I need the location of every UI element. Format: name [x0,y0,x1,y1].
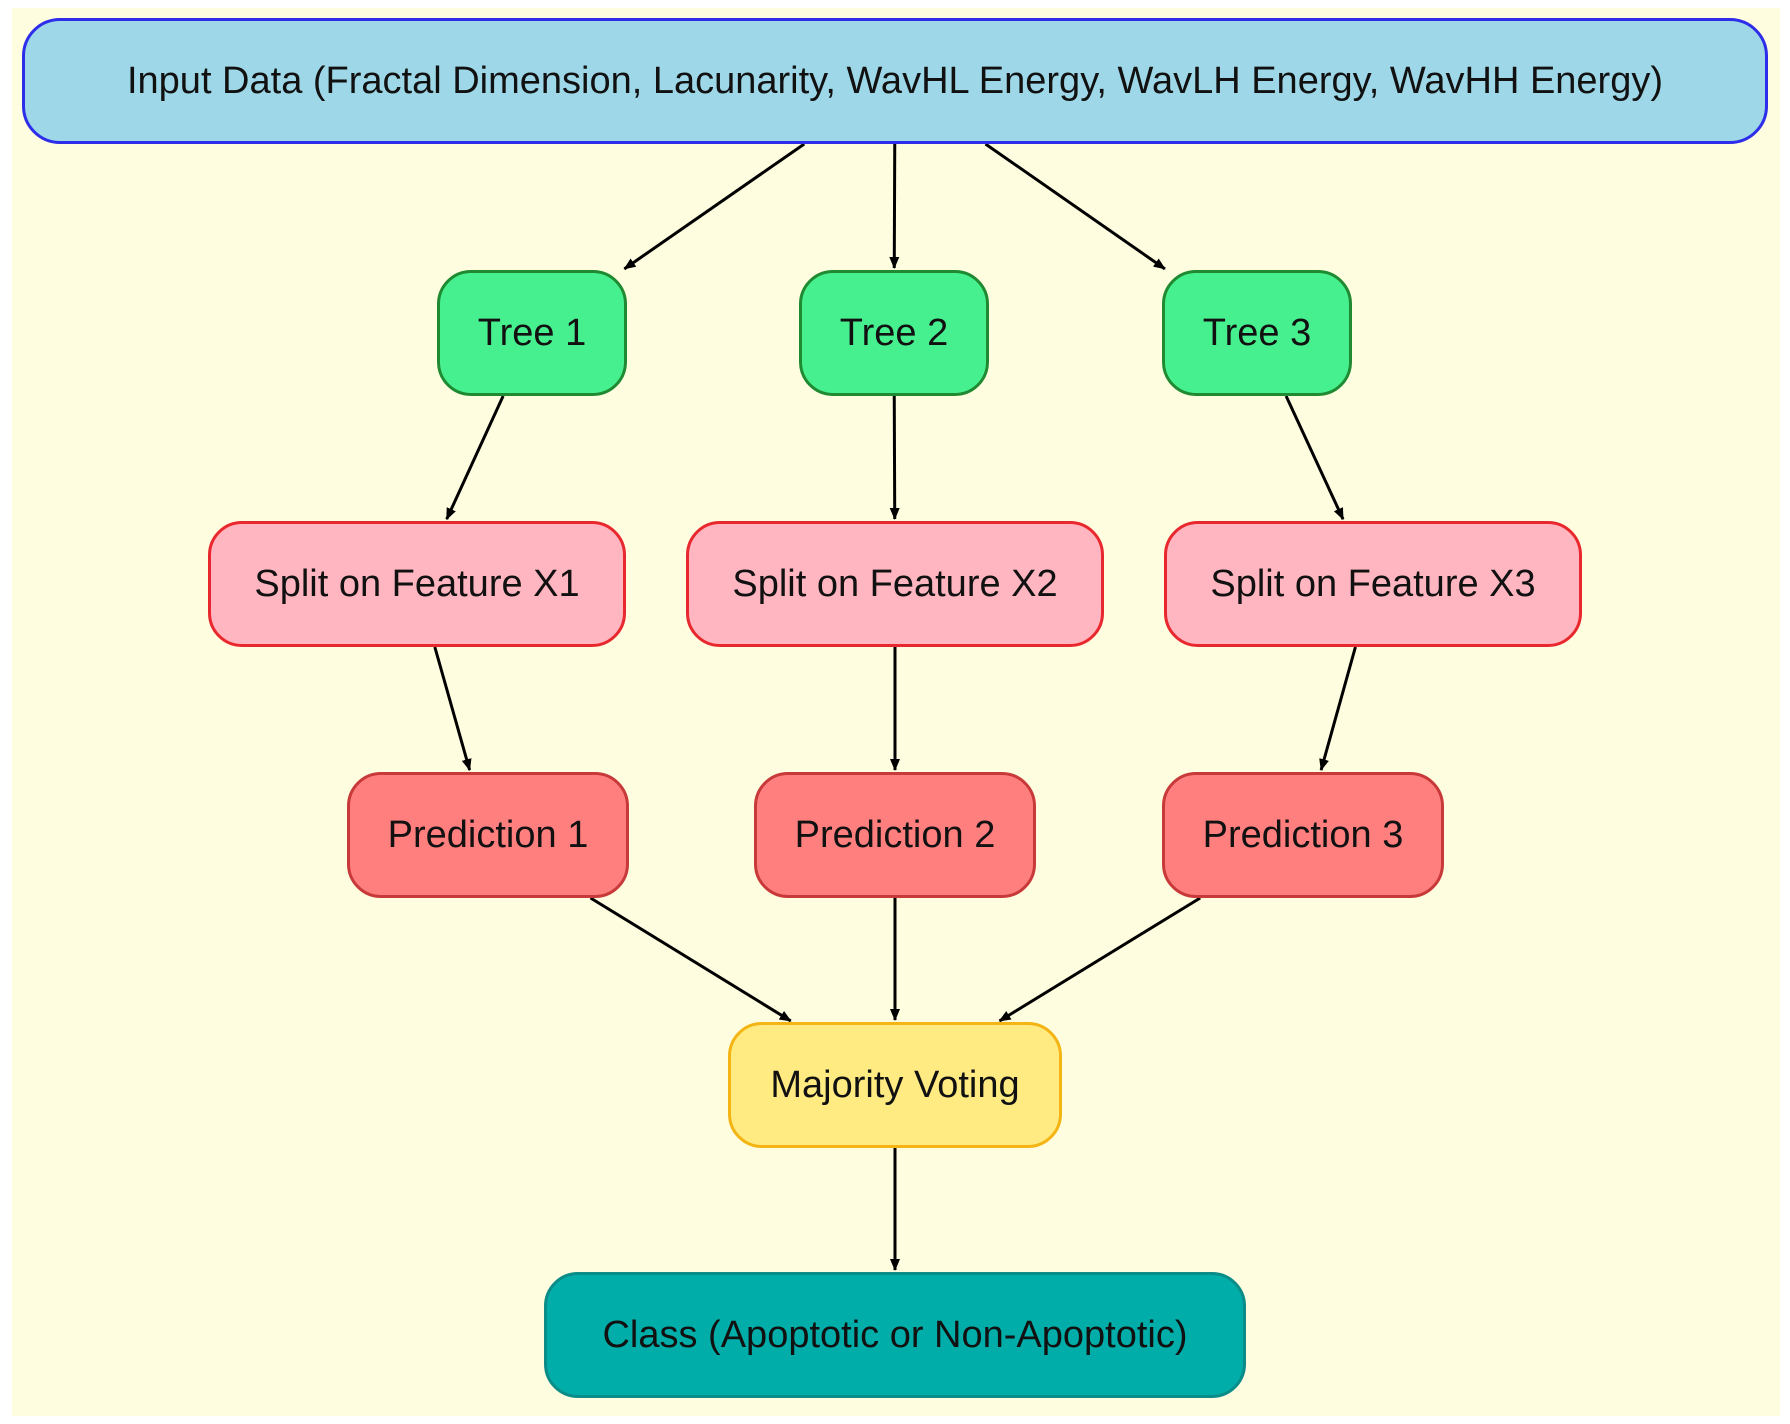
prediction-2-label: Prediction 2 [794,813,996,856]
tree-3-label: Tree 3 [1202,311,1312,354]
split-feature-x2-label: Split on Feature X2 [732,562,1058,605]
edge-pred1-to-vote [589,896,792,1023]
edge-input-to-tree1 [623,142,806,271]
class-output-label: Class (Apoptotic or Non-Apoptotic) [602,1313,1188,1356]
split-feature-x3-label: Split on Feature X3 [1210,562,1536,605]
input-data-node: Input Data (Fractal Dimension, Lacunarit… [22,18,1768,144]
prediction-1-label: Prediction 1 [387,813,589,856]
split-feature-x3-node: Split on Feature X3 [1164,521,1582,647]
split-feature-x1-node: Split on Feature X1 [208,521,626,647]
tree-3-node: Tree 3 [1162,270,1352,396]
edge-split1-to-pred1 [433,646,472,772]
tree-2-node: Tree 2 [799,270,989,396]
prediction-3-node: Prediction 3 [1162,772,1444,898]
edge-split3-to-pred3 [1319,646,1357,772]
tree-1-node: Tree 1 [437,270,627,396]
edge-tree1-to-split1 [445,395,505,521]
tree-1-label: Tree 1 [477,311,587,354]
tree-2-label: Tree 2 [839,311,949,354]
input-data-label: Input Data (Fractal Dimension, Lacunarit… [126,59,1663,102]
prediction-3-label: Prediction 3 [1202,813,1404,856]
prediction-1-node: Prediction 1 [347,772,629,898]
split-feature-x1-label: Split on Feature X1 [254,562,580,605]
edge-tree3-to-split3 [1284,395,1345,521]
majority-voting-node: Majority Voting [728,1022,1062,1148]
majority-voting-label: Majority Voting [770,1063,1020,1106]
edge-pred3-to-vote [998,896,1201,1023]
prediction-2-node: Prediction 2 [754,772,1036,898]
class-output-node: Class (Apoptotic or Non-Apoptotic) [544,1272,1246,1398]
split-feature-x2-node: Split on Feature X2 [686,521,1104,647]
edge-input-to-tree3 [984,142,1166,271]
